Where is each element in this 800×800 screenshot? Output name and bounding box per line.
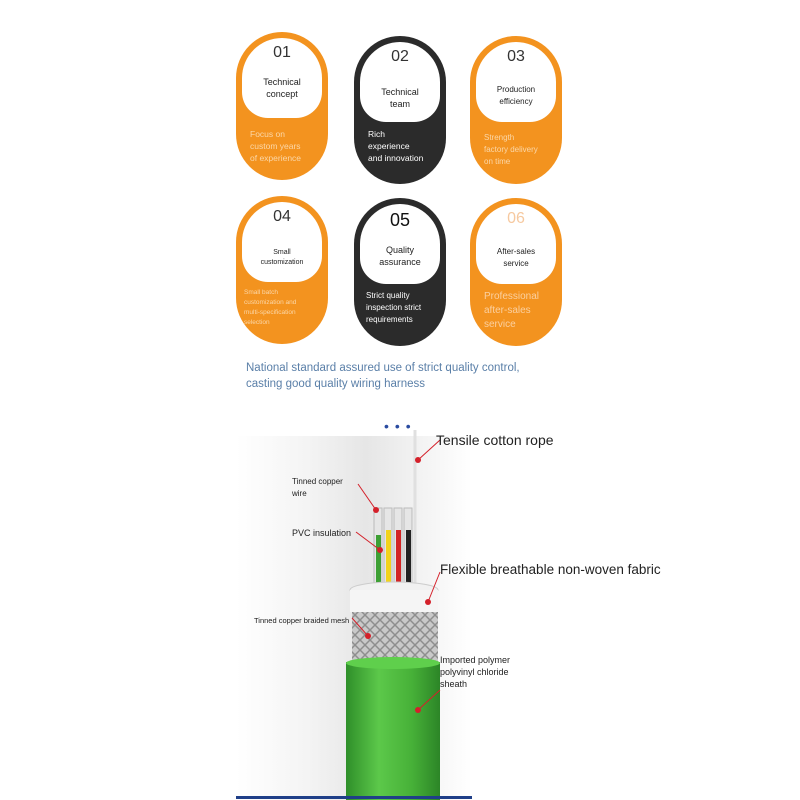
feature-card-06: 06 After-sales service Professional afte… xyxy=(470,198,562,346)
label-tinned-copper-wire: Tinned copper wire xyxy=(292,477,343,498)
pointer-dots xyxy=(365,457,431,713)
card-header: 04 Small customization xyxy=(242,202,322,282)
sheath-top xyxy=(346,657,440,669)
card-description: Strength factory delivery on time xyxy=(484,133,538,166)
card-number: 02 xyxy=(391,48,409,65)
green-sheath xyxy=(346,662,440,800)
card-title: After-sales service xyxy=(496,247,536,268)
card-header: 02 Technical team xyxy=(360,42,440,122)
card-title: Technical team xyxy=(381,87,419,109)
label-non-woven-fabric: Flexible breathable non-woven fabric xyxy=(440,562,661,577)
label-pvc-insulation: PVC insulation xyxy=(292,528,352,538)
label-cotton-rope: Tensile cotton rope xyxy=(436,432,554,448)
feature-card-03: 03 Production efficiency Strength factor… xyxy=(470,36,562,184)
feature-card-02: 02 Technical team Rich experience and in… xyxy=(354,36,446,184)
card-title: Small customization xyxy=(260,249,304,266)
top-dots: ••• xyxy=(384,418,417,434)
card-description: Small batch customization and multi-spec… xyxy=(244,289,297,326)
card-number: 01 xyxy=(273,44,291,61)
card-description: Professional after-sales service xyxy=(484,291,540,330)
fabric-layer xyxy=(350,590,438,612)
feature-card-04: 04 Small customization Small batch custo… xyxy=(236,196,328,344)
feature-card-01: 01 Technical concept Focus on custom yea… xyxy=(236,32,328,180)
card-title: Technical concept xyxy=(263,77,301,99)
tagline-line-2: casting good quality wiring harness xyxy=(246,378,425,390)
feature-card-05: 05 Quality assurance Strict quality insp… xyxy=(354,198,446,346)
pointer-lines xyxy=(351,439,441,711)
card-number: 04 xyxy=(273,208,291,225)
card-description: Rich experience and innovation xyxy=(368,129,424,163)
card-description: Focus on custom years of experience xyxy=(250,129,302,163)
card-title: Production efficiency xyxy=(496,85,536,106)
card-header: 01 Technical concept xyxy=(242,38,322,118)
braided-mesh xyxy=(352,612,438,664)
card-number: 05 xyxy=(389,210,411,230)
card-number: 06 xyxy=(507,210,525,227)
bottom-rule xyxy=(236,796,472,799)
tagline-line-1: National standard assured use of strict … xyxy=(246,362,520,374)
card-header: 03 Production efficiency xyxy=(476,42,556,122)
label-braided-mesh: Tinned copper braided mesh xyxy=(254,616,350,625)
label-pvc-sheath: Imported polymer polyvinyl chloride shea… xyxy=(440,655,511,689)
card-title: Quality assurance xyxy=(379,245,421,267)
tagline: National standard assured use of strict … xyxy=(246,360,566,392)
cable-structure-diagram xyxy=(236,430,472,800)
card-header: 05 Quality assurance xyxy=(360,204,440,284)
card-number: 03 xyxy=(507,48,525,65)
card-description: Strict quality inspection strict require… xyxy=(366,291,422,324)
card-header: 06 After-sales service xyxy=(476,204,556,284)
